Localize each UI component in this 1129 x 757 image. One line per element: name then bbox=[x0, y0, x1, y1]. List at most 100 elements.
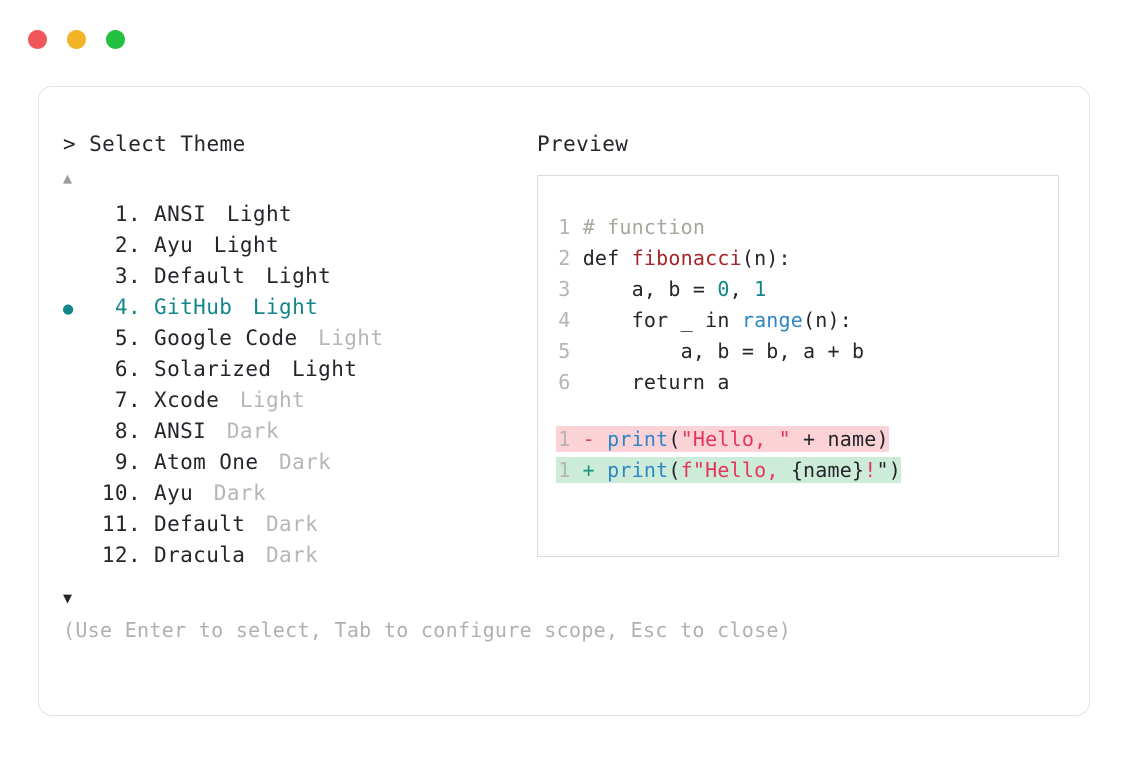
theme-list-item[interactable]: ●4. GitHub Light bbox=[63, 292, 523, 323]
diff-highlight: 1 - print("Hello, " + name) bbox=[556, 426, 889, 452]
code-line: 4 for _ in range(n): bbox=[538, 305, 1058, 336]
theme-item-number: 12. bbox=[101, 543, 141, 567]
theme-list-item[interactable]: ● 6. Solarized Light bbox=[63, 354, 523, 385]
theme-item-number: 1. bbox=[114, 202, 141, 226]
theme-item-name: Atom One bbox=[141, 450, 259, 474]
theme-item-number: 8. bbox=[114, 419, 141, 443]
theme-item-variant: Light bbox=[213, 202, 293, 226]
code-token: def bbox=[582, 246, 632, 270]
selected-bullet-icon: ● bbox=[63, 511, 93, 542]
theme-list-item[interactable]: ● 10. Ayu Dark bbox=[63, 478, 523, 509]
diff-sign: + bbox=[570, 458, 608, 482]
theme-item-variant: Dark bbox=[252, 512, 319, 536]
scroll-up-arrow-icon[interactable]: ▲ bbox=[63, 169, 73, 187]
selected-bullet-icon: ● bbox=[63, 418, 93, 449]
code-line: 1 # function bbox=[538, 212, 1058, 243]
diff-line-add: 1 + print(f"Hello, {name}!") bbox=[538, 455, 1058, 486]
theme-item-name: Ayu bbox=[141, 481, 194, 505]
keyboard-hint: (Use Enter to select, Tab to configure s… bbox=[63, 618, 792, 642]
theme-item-number: 9. bbox=[114, 450, 141, 474]
theme-list-item[interactable]: ● 8. ANSI Dark bbox=[63, 416, 523, 447]
code-text: a, b = b, a + b bbox=[570, 339, 864, 363]
code-token: # function bbox=[582, 215, 706, 239]
selected-bullet-icon: ● bbox=[63, 356, 93, 387]
code-text: def fibonacci(n): bbox=[570, 246, 791, 270]
theme-item-variant: Light bbox=[252, 264, 332, 288]
code-token: fibonacci bbox=[631, 246, 742, 270]
diff-sample: 1 - print("Hello, " + name) 1 + print(f"H… bbox=[538, 424, 1058, 486]
theme-item-name: Google Code bbox=[141, 326, 298, 350]
line-number: 1 bbox=[558, 215, 571, 239]
theme-item-variant: Light bbox=[200, 233, 280, 257]
theme-list-item[interactable]: ●3. Default Light bbox=[63, 261, 523, 292]
theme-item-variant: Dark bbox=[213, 419, 280, 443]
theme-item-number: 10. bbox=[101, 481, 141, 505]
line-number: 6 bbox=[558, 370, 571, 394]
preview-label: Preview bbox=[537, 132, 629, 156]
code-line: 3 a, b = 0, 1 bbox=[538, 274, 1058, 305]
prompt-header: > Select Theme bbox=[63, 129, 523, 159]
theme-list-item[interactable]: ● 1. ANSI Light bbox=[63, 199, 523, 230]
theme-item-number: 3. bbox=[114, 264, 141, 288]
code-token: print bbox=[607, 427, 669, 451]
theme-picker-card: > Select Theme ▲ ●1. ANSI Light●2. Ayu L… bbox=[38, 86, 1090, 716]
theme-list-item[interactable]: ●7. Xcode Light bbox=[63, 385, 523, 416]
diff-highlight: 1 + print(f"Hello, {name}!") bbox=[556, 457, 901, 483]
theme-item-name: ANSI bbox=[141, 202, 207, 226]
code-token: (n): bbox=[803, 308, 853, 332]
code-text: a, b = 0, 1 bbox=[570, 277, 766, 301]
theme-item-name: Default bbox=[141, 512, 246, 536]
theme-item-number: 5. bbox=[114, 326, 141, 350]
code-token: for _ in bbox=[582, 308, 742, 332]
theme-item-name: GitHub bbox=[141, 295, 233, 319]
code-token: return a bbox=[582, 370, 730, 394]
selected-bullet-icon: ● bbox=[63, 201, 93, 232]
theme-item-number: 7. bbox=[114, 388, 141, 412]
code-token: a, b = bbox=[582, 277, 718, 301]
theme-item-name: Xcode bbox=[141, 388, 220, 412]
scroll-down-arrow-icon[interactable]: ▼ bbox=[63, 589, 73, 607]
theme-item-number: 2. bbox=[114, 233, 141, 257]
selected-bullet-icon: ● bbox=[63, 542, 93, 573]
minimize-window-button[interactable] bbox=[67, 30, 86, 49]
page-title: Select Theme bbox=[89, 132, 246, 156]
theme-item-variant: Light bbox=[279, 357, 358, 381]
theme-item-variant: Dark bbox=[200, 481, 266, 505]
line-number: 3 bbox=[558, 277, 571, 301]
diff-sign: - bbox=[570, 427, 608, 451]
code-line: 5 a, b = b, a + b bbox=[538, 336, 1058, 367]
theme-item-variant: Light bbox=[226, 388, 306, 412]
line-number: 1 bbox=[558, 458, 571, 482]
theme-list-item[interactable]: ●12. Dracula Dark bbox=[63, 540, 523, 571]
theme-item-name: Solarized bbox=[141, 357, 272, 381]
theme-list-item[interactable]: ●2. Ayu Light bbox=[63, 230, 523, 261]
theme-item-name: Ayu bbox=[141, 233, 194, 257]
selected-bullet-icon: ● bbox=[63, 299, 74, 319]
theme-item-number: 4. bbox=[114, 295, 141, 319]
code-line: 6 return a bbox=[538, 367, 1058, 398]
code-token: "Hello, " bbox=[680, 427, 791, 451]
maximize-window-button[interactable] bbox=[106, 30, 125, 49]
selected-bullet-icon: ● bbox=[63, 480, 93, 511]
theme-item-variant: Dark bbox=[265, 450, 332, 474]
code-token: ") bbox=[876, 458, 901, 482]
theme-item-name: Default bbox=[141, 264, 246, 288]
code-token: , bbox=[729, 277, 755, 301]
line-number: 5 bbox=[558, 339, 571, 363]
close-window-button[interactable] bbox=[28, 30, 47, 49]
theme-list-item[interactable]: ●9. Atom One Dark bbox=[63, 447, 523, 478]
window-traffic-lights bbox=[28, 30, 125, 49]
code-token: ( bbox=[668, 427, 681, 451]
theme-item-name: ANSI bbox=[141, 419, 207, 443]
theme-list-item[interactable]: ●5. Google Code Light bbox=[63, 323, 523, 354]
line-number: 4 bbox=[558, 308, 571, 332]
theme-list-item[interactable]: ●11. Default Dark bbox=[63, 509, 523, 540]
code-text: for _ in range(n): bbox=[570, 308, 852, 332]
theme-item-number: 6. bbox=[114, 357, 141, 381]
theme-list: ●1. ANSI Light●2. Ayu Light●3. Default L… bbox=[63, 199, 523, 571]
code-token: 0 bbox=[717, 277, 730, 301]
code-text: return a bbox=[570, 370, 730, 394]
code-token: ( bbox=[668, 458, 681, 482]
